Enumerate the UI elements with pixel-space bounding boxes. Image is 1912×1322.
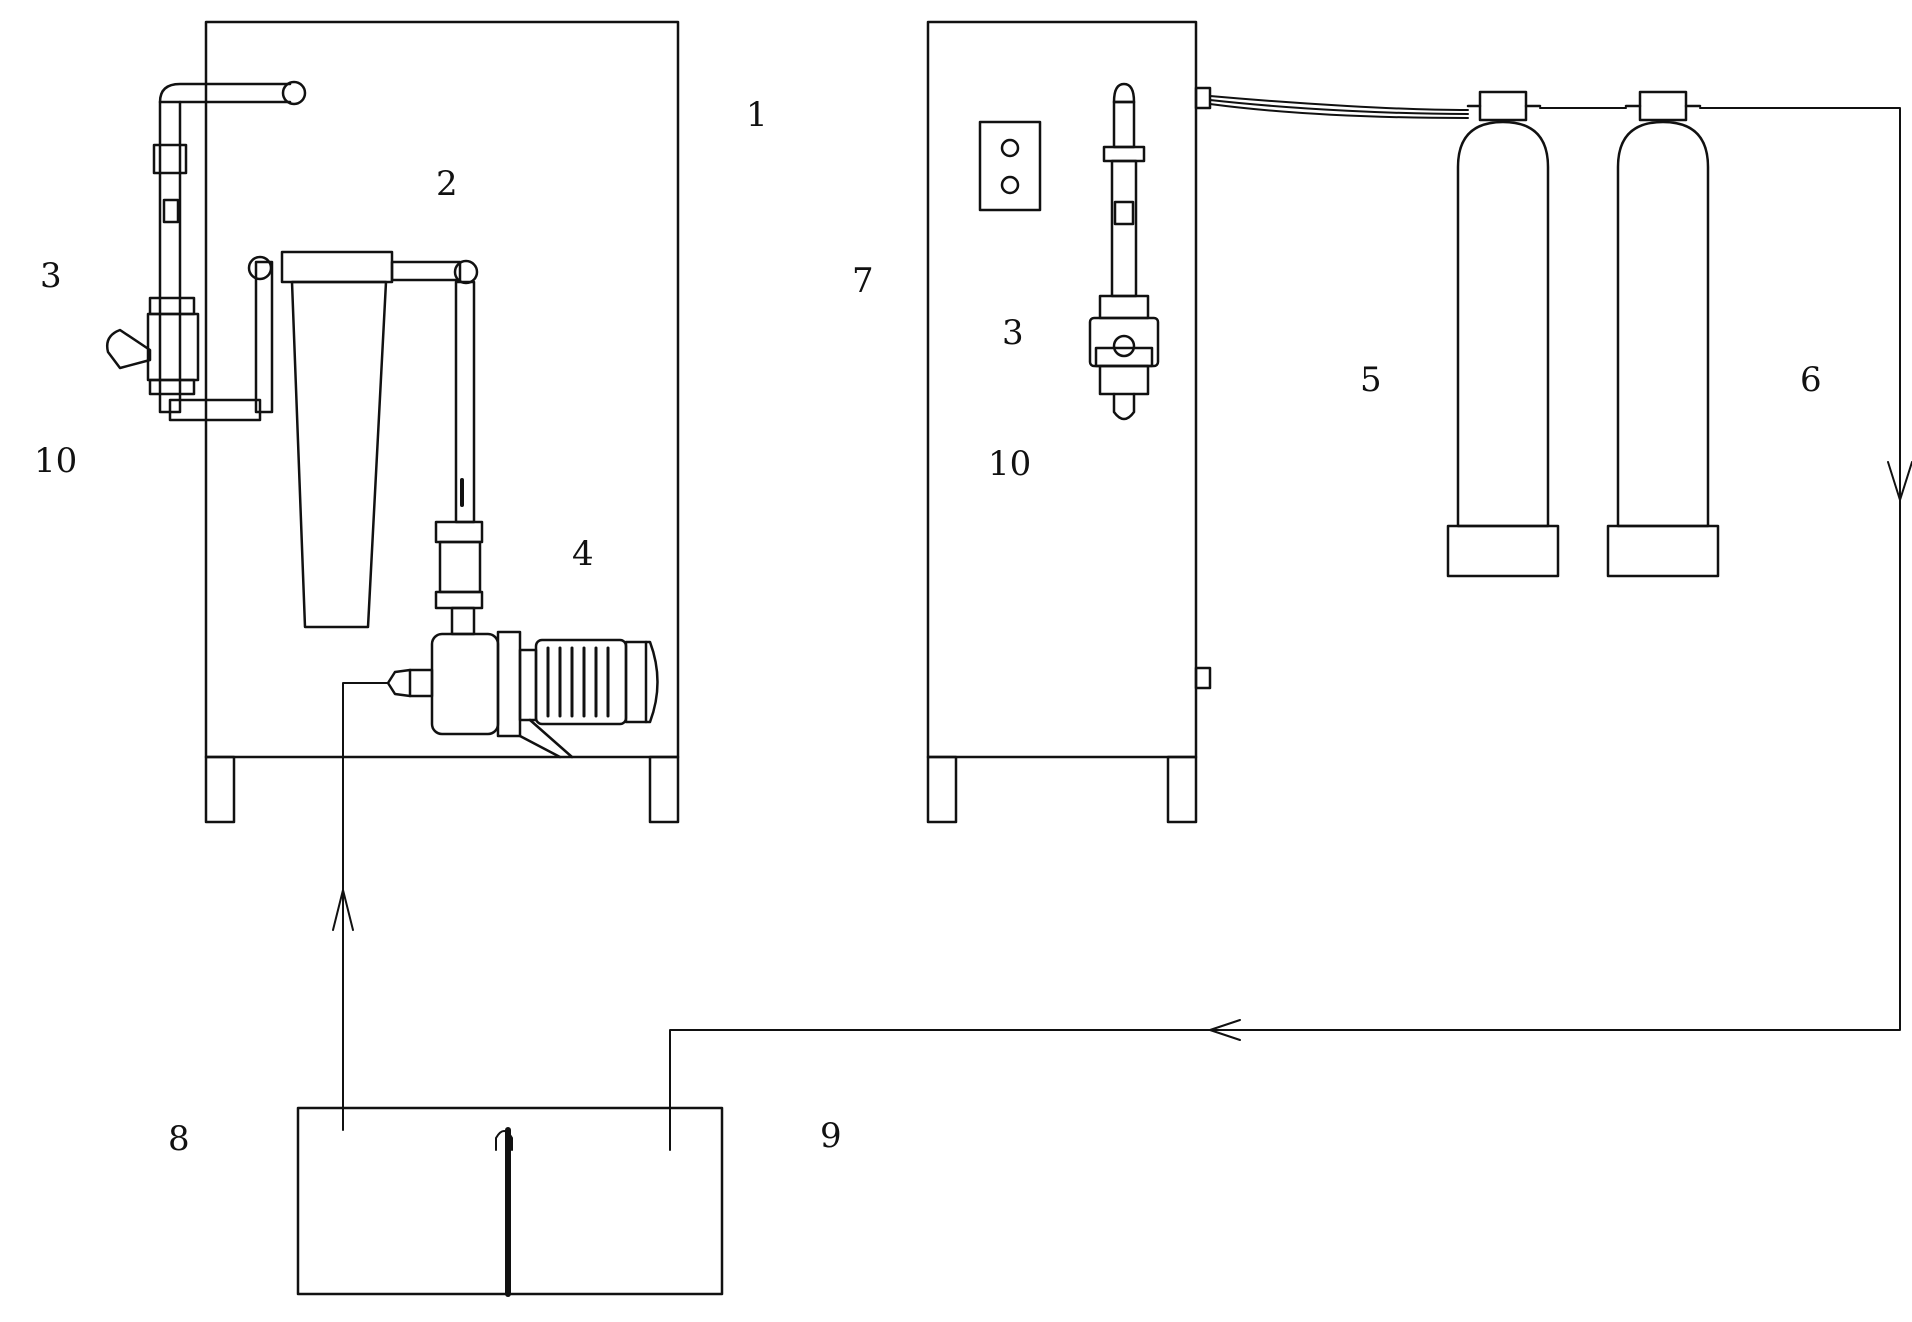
callout-8: 8 bbox=[168, 1119, 190, 1159]
hose-to-tank bbox=[1209, 95, 1627, 119]
right-cabinet-body bbox=[926, 20, 1198, 759]
callout-10-right: 10 bbox=[988, 444, 1032, 484]
callout-3-left: 3 bbox=[40, 256, 62, 296]
return-line bbox=[669, 107, 1912, 1151]
right-cabinet bbox=[926, 20, 1212, 824]
left-cabinet-leg-left bbox=[204, 755, 236, 824]
right-cabinet-leg-left bbox=[926, 755, 958, 824]
left-inlet-pipe bbox=[106, 80, 307, 422]
callout-4: 4 bbox=[572, 534, 594, 574]
flow-arrow-icon bbox=[1209, 1019, 1241, 1041]
callout-2: 2 bbox=[436, 164, 458, 204]
tank-5 bbox=[1446, 90, 1560, 578]
left-cabinet-leg-right bbox=[648, 755, 680, 824]
tank-6 bbox=[1606, 90, 1720, 578]
feed-line bbox=[332, 682, 389, 1131]
pump-motor bbox=[386, 520, 659, 759]
callout-6: 6 bbox=[1800, 360, 1822, 400]
indicator-light-icon bbox=[1000, 175, 1020, 195]
indicator-light-icon bbox=[1000, 138, 1020, 158]
valve-handle-icon bbox=[106, 328, 152, 370]
callout-1: 1 bbox=[746, 95, 768, 135]
callout-7: 7 bbox=[852, 261, 874, 301]
callout-10-left: 10 bbox=[34, 441, 78, 481]
flow-arrow-icon bbox=[332, 889, 354, 931]
left-cabinet-body bbox=[204, 20, 680, 759]
left-cabinet bbox=[204, 20, 680, 824]
reservoir bbox=[296, 1106, 724, 1297]
right-inner-pipe bbox=[1088, 82, 1160, 421]
filter-housing bbox=[247, 250, 479, 629]
callout-5: 5 bbox=[1360, 360, 1382, 400]
callout-9: 9 bbox=[820, 1116, 842, 1156]
control-panel bbox=[978, 120, 1042, 212]
right-cabinet-leg-right bbox=[1166, 755, 1198, 824]
callout-3-right: 3 bbox=[1002, 313, 1024, 353]
flow-arrow-icon bbox=[1887, 461, 1912, 501]
